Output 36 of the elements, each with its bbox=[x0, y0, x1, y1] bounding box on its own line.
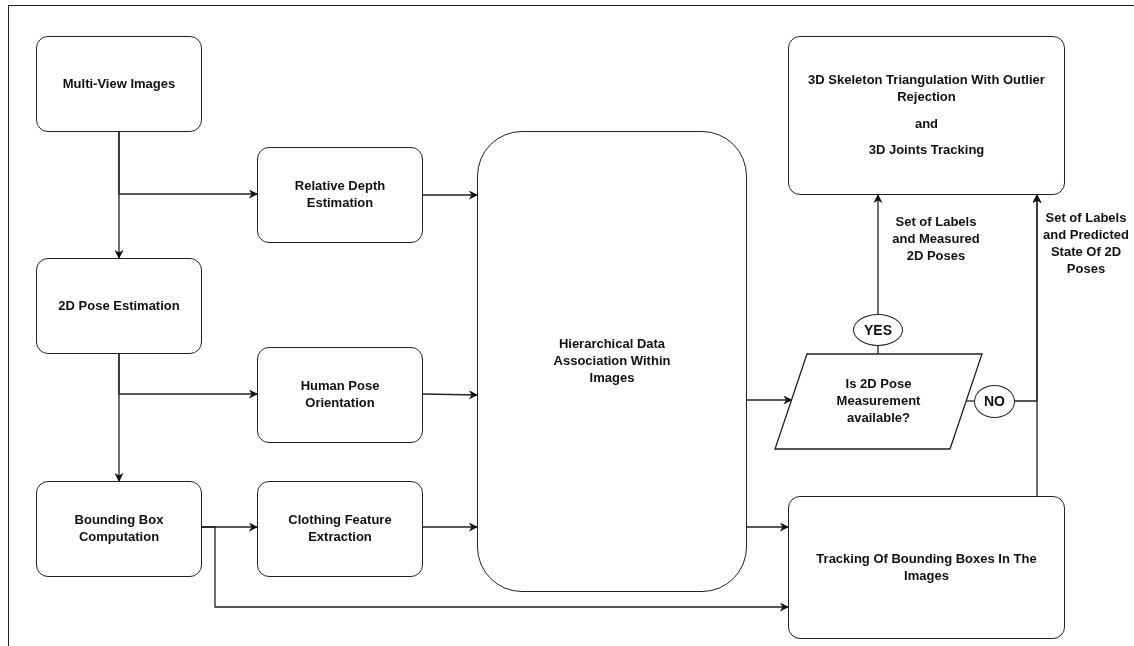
decision-parallelogram bbox=[775, 354, 982, 449]
node-text: 2D Pose Estimation bbox=[58, 297, 180, 315]
node-text: NO bbox=[984, 392, 1005, 411]
arrow bbox=[422, 190, 478, 200]
node-text: Bounding Box Computation bbox=[73, 512, 165, 546]
arrow bbox=[746, 522, 789, 532]
node-text: Tracking Of Bounding Boxes In The Images bbox=[815, 550, 1038, 585]
process-box bbox=[788, 496, 1065, 639]
arrow bbox=[118, 131, 258, 199]
process-box bbox=[36, 481, 202, 577]
arrow bbox=[118, 353, 258, 399]
process-box bbox=[36, 258, 202, 354]
node-text: YES bbox=[864, 320, 892, 340]
arrow bbox=[422, 522, 478, 532]
node-text: 3D Joints Tracking bbox=[868, 142, 985, 160]
process-box bbox=[36, 36, 202, 132]
process-box bbox=[477, 131, 747, 592]
process-box bbox=[257, 147, 423, 243]
arrow bbox=[422, 390, 478, 400]
arrow bbox=[746, 395, 793, 405]
process-box bbox=[257, 481, 423, 577]
process-box bbox=[788, 36, 1065, 195]
node-text: and bbox=[914, 115, 939, 133]
decision-label-oval bbox=[974, 385, 1015, 418]
arrow bbox=[873, 194, 883, 315]
decision-label-oval bbox=[853, 314, 903, 346]
process-box bbox=[257, 347, 423, 443]
node-text: Human Pose Orientation bbox=[299, 378, 381, 412]
node-text: Hierarchical Data Association Within Images bbox=[552, 336, 672, 387]
node-text: Clothing Feature Extraction bbox=[287, 512, 393, 546]
node-text: Is 2D Pose Measurement available? bbox=[835, 376, 922, 427]
node-text: 3D Skeleton Triangulation With Outlier Rejection bbox=[807, 71, 1046, 106]
arrow bbox=[201, 526, 789, 612]
node-text: Relative Depth Estimation bbox=[293, 178, 387, 212]
arrow bbox=[1032, 194, 1042, 497]
node-text: Multi-View Images bbox=[62, 75, 176, 93]
